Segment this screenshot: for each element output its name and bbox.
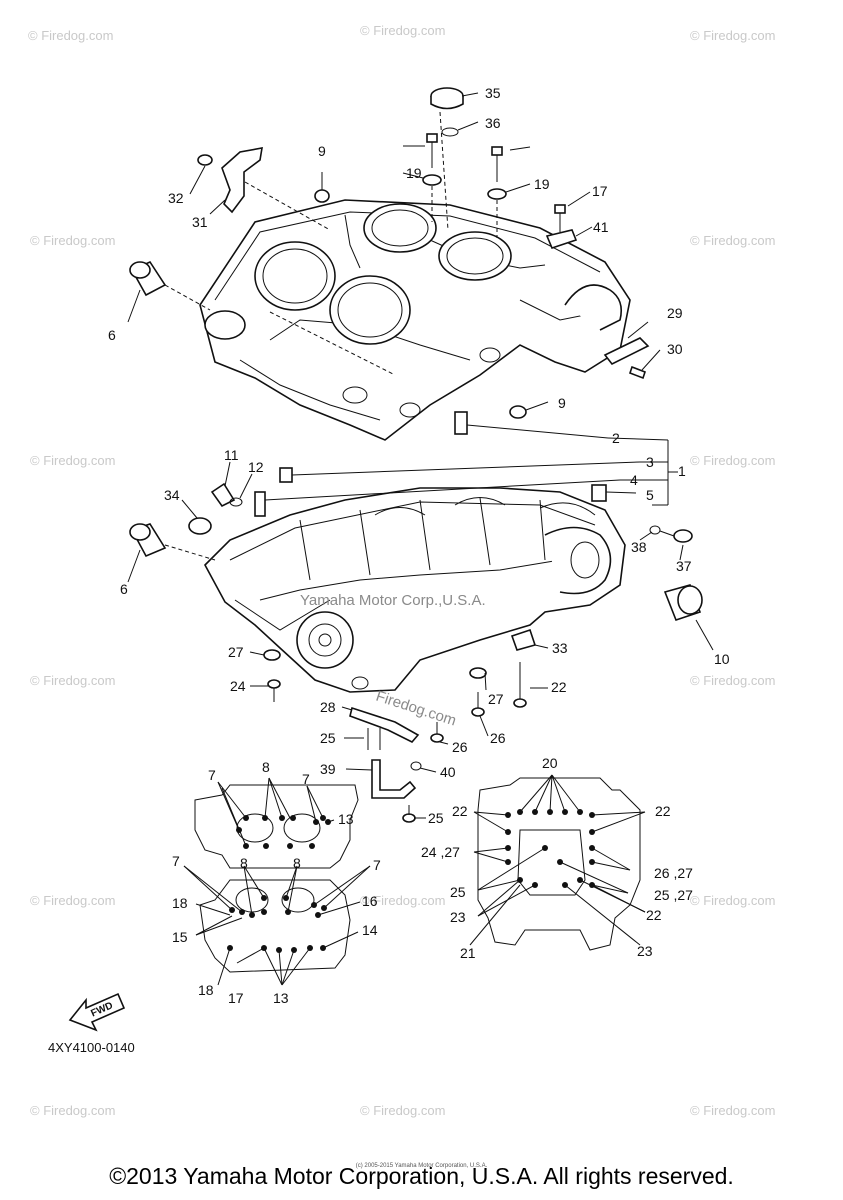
- callout-label: 22: [452, 803, 468, 819]
- callout-label: 9: [318, 143, 326, 159]
- watermark: © Firedog.com: [30, 893, 115, 908]
- callout-label: 27: [228, 644, 244, 660]
- callout-label: 32: [168, 190, 184, 206]
- watermark-layer: © Firedog.com © Firedog.com © Firedog.co…: [28, 23, 775, 1118]
- mini-copyright: (c) 2005-2015 Yamaha Motor Corporation, …: [355, 1163, 488, 1169]
- callout-label: 33: [552, 640, 568, 656]
- callout-label: 5: [646, 487, 654, 503]
- callout-label: 18: [172, 895, 188, 911]
- callout-label: 17: [592, 183, 608, 199]
- watermark: © Firedog.com: [30, 673, 115, 688]
- small-parts: [129, 87, 703, 823]
- callout-label: 19: [406, 165, 422, 181]
- callout-label: 7: [172, 853, 180, 869]
- callout-label: 15: [172, 929, 188, 945]
- fwd-arrow-icon: FWD: [68, 992, 126, 1032]
- callout-label: 8: [262, 759, 270, 775]
- upper-crankcase: [199, 199, 631, 441]
- callout-label: 7: [373, 857, 381, 873]
- callout-label: 13: [338, 811, 354, 827]
- bolt-dots: [236, 815, 331, 849]
- callout-label: 34: [164, 487, 180, 503]
- callout-label: 36: [485, 115, 501, 131]
- callout-label: 23: [637, 943, 653, 959]
- callout-labels: 1 2 3 4 5 6 6 7 7 7 7 8 8 8 8 9 9 10 11 …: [108, 85, 730, 1006]
- callout-label: 23: [450, 909, 466, 925]
- watermark: © Firedog.com: [690, 893, 775, 908]
- callout-label: 19: [534, 176, 550, 192]
- callout-label: 37: [676, 558, 692, 574]
- callout-label: 1: [678, 463, 686, 479]
- callout-label: 11: [224, 447, 239, 463]
- callout-label: 31: [192, 214, 208, 230]
- callout-label: 3: [646, 454, 654, 470]
- watermark: © Firedog.com: [690, 1103, 775, 1118]
- callout-label: 25 ,27: [654, 887, 693, 903]
- watermark: © Firedog.com: [690, 28, 775, 43]
- callout-label: 8: [240, 855, 248, 871]
- inline-watermark-yamaha: Yamaha Motor Corp.,U.S.A.: [300, 592, 486, 609]
- callout-label: 8: [293, 855, 301, 871]
- callout-label: 14: [362, 922, 378, 938]
- watermark: © Firedog.com: [690, 233, 775, 248]
- callout-label: 24 ,27: [421, 844, 460, 860]
- callout-label: 16: [362, 893, 378, 909]
- watermark: © Firedog.com: [28, 28, 113, 43]
- callout-label: 6: [108, 327, 116, 343]
- watermark: © Firedog.com: [30, 453, 115, 468]
- callout-label: 13: [273, 990, 289, 1006]
- copyright-notice: ©2013 Yamaha Motor Corporation, U.S.A. A…: [109, 1163, 734, 1189]
- watermark: © Firedog.com: [360, 893, 445, 908]
- callout-label: 4: [630, 472, 638, 488]
- callout-label: 21: [460, 945, 476, 961]
- callout-label: 20: [542, 755, 558, 771]
- callout-label: 25: [428, 810, 444, 826]
- callout-label: 26: [490, 730, 506, 746]
- callout-label: 29: [667, 305, 683, 321]
- watermark: © Firedog.com: [690, 673, 775, 688]
- watermark: © Firedog.com: [30, 1103, 115, 1118]
- leader-lines: [127, 92, 714, 819]
- callout-label: 24: [230, 678, 246, 694]
- callout-label: 38: [631, 539, 647, 555]
- callout-label: 39: [320, 761, 336, 777]
- callout-label: 40: [440, 764, 456, 780]
- bolt-pattern-left-upper: [194, 777, 359, 869]
- callout-label: 27: [488, 691, 504, 707]
- callout-label: 41: [593, 219, 609, 235]
- callout-label: 28: [320, 699, 336, 715]
- callout-label: 7: [302, 771, 310, 787]
- bolt-dots: [227, 895, 327, 953]
- callout-label: 6: [120, 581, 128, 597]
- callout-label: 2: [612, 430, 620, 446]
- callout-label: 25: [320, 730, 336, 746]
- callout-label: 22: [551, 679, 567, 695]
- callout-label: 26 ,27: [654, 865, 693, 881]
- callout-label: 17: [228, 990, 244, 1006]
- callout-label: 26: [452, 739, 468, 755]
- callout-label: 7: [208, 767, 216, 783]
- callout-label: 18: [198, 982, 214, 998]
- watermark: © Firedog.com: [690, 453, 775, 468]
- callout-label: 12: [248, 459, 264, 475]
- watermark: © Firedog.com: [360, 1103, 445, 1118]
- bolt-pattern-right: [469, 774, 646, 951]
- callout-label: 22: [655, 803, 671, 819]
- callout-label: 9: [558, 395, 566, 411]
- callout-label: 30: [667, 341, 683, 357]
- watermark: © Firedog.com: [30, 233, 115, 248]
- callout-label: 35: [485, 85, 501, 101]
- callout-label: 25: [450, 884, 466, 900]
- lower-crankcase: [204, 487, 626, 693]
- callout-label: 22: [646, 907, 662, 923]
- diagram-code: 4XY4100-0140: [48, 1040, 135, 1055]
- bolt-pattern-left-lower: [183, 865, 371, 986]
- watermark: © Firedog.com: [360, 23, 445, 38]
- callout-label: 10: [714, 651, 730, 667]
